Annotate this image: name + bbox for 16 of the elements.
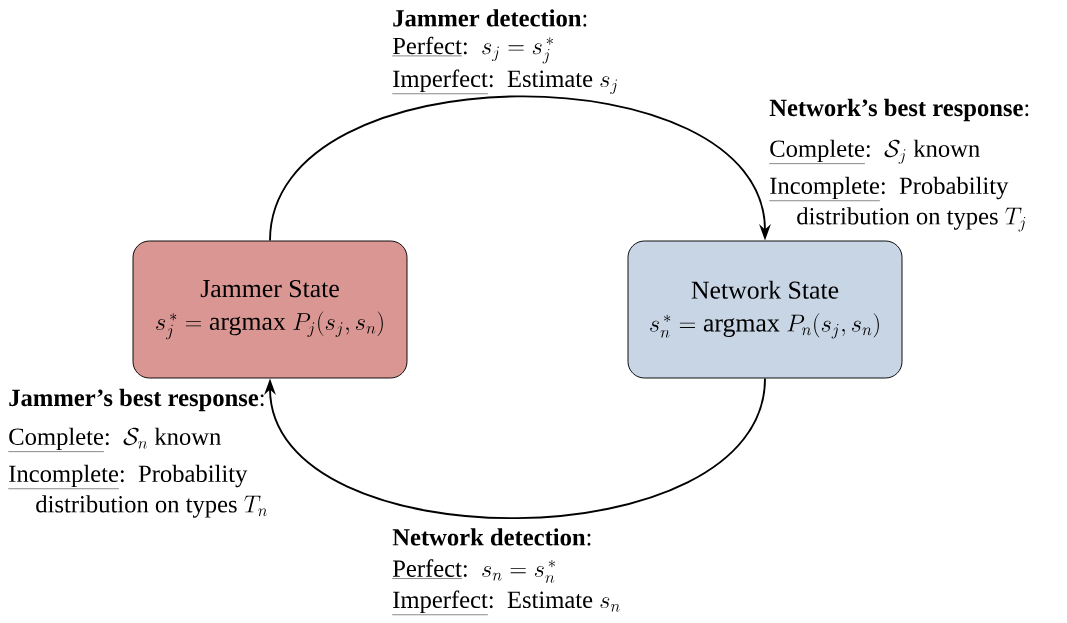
annotation-text: $\mbox{\underline{Complete}:}\ \ \mathcal{S}_j\ \mbox{known}$ — [769, 139, 980, 164]
cycle-arrow — [264, 377, 766, 520]
annotation-heading: Network detection: — [392, 528, 591, 546]
annotation-text: $\mbox{\underline{Perfect}:}\ \ s_j = s_j^{\,*}$ — [392, 36, 553, 64]
annotation-text: $\begin{array}{@{}l@{}}\mbox{\underline{Incomplete}:\ \ Probability}\\ \mbox{\hspace{1.1em}distribution on types }T_n\end{array}$ — [8, 464, 268, 518]
annotation-text: $\mbox{\underline{Imperfect}:\ \ Estimate} \ s_j$ — [392, 69, 617, 94]
state-box: Network State $s_n^{\,*} = \mbox{argmax}\ P_n(s_j,s_n)$ — [627, 240, 903, 379]
state-box: Jammer State $s_j^{\,*} = \mbox{argmax}\ P_j(s_j,s_n)$ — [132, 240, 408, 379]
annotation-text: $\mbox{\underline{Imperfect}:\ \ Estimate} \ s_n$ — [392, 590, 620, 615]
annotation-text: $\mbox{\underline{Perfect}:}\ \ s_n = s_n^{\,*}$ — [392, 559, 555, 583]
annotation-text: $\begin{array}{@{}l@{}}\mbox{\underline{Incomplete}:\ \ Probability}\\ \mbox{\hspace{1.1em}distribution on types }T_j\end{array}$ — [769, 176, 1026, 232]
annotation-heading: Network’s best response: — [769, 98, 1029, 122]
cycle-arrow — [269, 95, 771, 242]
annotation-heading: Jammer’s best response: — [9, 388, 264, 412]
annotation-heading: Jammer detection: — [393, 9, 587, 27]
annotation-text: $\mbox{\underline{Complete}:}\ \ \mathcal{S}_n\ \mbox{known}$ — [8, 427, 221, 452]
